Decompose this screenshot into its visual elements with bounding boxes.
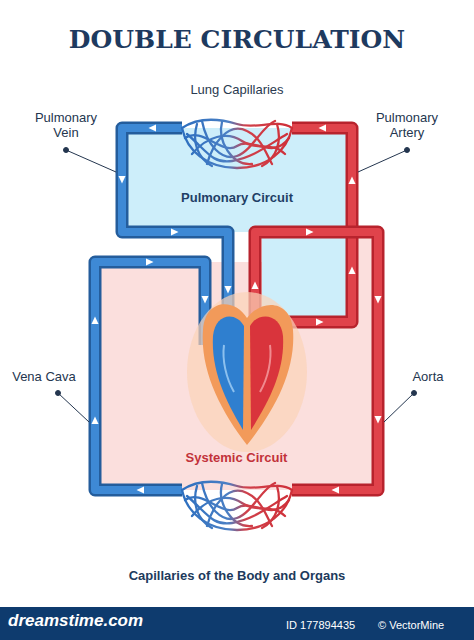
- leader-line: [66, 150, 116, 172]
- leader-dot: [405, 148, 410, 153]
- watermark: ID 177894435: [286, 618, 376, 633]
- leader-line: [358, 150, 407, 172]
- flow-arrow: [349, 267, 356, 275]
- flow-arrow: [202, 296, 209, 304]
- leader-dot: [56, 391, 61, 396]
- flow-arrow: [92, 417, 99, 425]
- node-text: Systemic Circuit: [95, 450, 378, 466]
- capillary-bed: Capillaries of the Body and Organs: [110, 478, 364, 586]
- heart-highlight: [223, 345, 234, 392]
- leader-line: [384, 393, 414, 422]
- heart-right-side: [213, 316, 244, 430]
- watermark: dreamstime.com: [8, 613, 158, 628]
- node-text: Capillaries of the Body and Organs: [110, 568, 364, 584]
- flow-arrow: [319, 125, 327, 132]
- leader-line: [58, 393, 89, 422]
- leader-dot: [412, 391, 417, 396]
- circuit-region: Pulmonary Circuit: [122, 128, 352, 232]
- flow-arrow: [316, 319, 324, 326]
- heart-highlight: [260, 345, 271, 392]
- vessel-label: Pulmonary Artery: [364, 110, 450, 140]
- flow-arrow: [306, 229, 314, 236]
- vessel-label: Vena Cava: [6, 369, 82, 384]
- watermark-bar: [0, 607, 474, 640]
- capillary-bed: Lung Capillaries: [177, 82, 297, 174]
- heart-glow: [187, 292, 307, 452]
- flow-arrow: [349, 177, 356, 185]
- node-text: Pulmonary Circuit: [122, 190, 352, 206]
- flow-arrows: [92, 125, 382, 494]
- node-text: Lung Capillaries: [177, 82, 297, 98]
- flow-arrow: [375, 416, 382, 424]
- flow-arrow: [146, 259, 154, 266]
- heart-wall: [203, 304, 294, 445]
- flow-arrow: [149, 125, 157, 132]
- watermark: © VectorMine: [378, 618, 470, 633]
- flow-arrow: [137, 487, 145, 494]
- leader-dot: [64, 148, 69, 153]
- heart: [187, 292, 307, 452]
- flow-arrow: [252, 282, 259, 290]
- flow-arrow: [225, 286, 232, 294]
- vessel-label: Aorta: [398, 369, 458, 384]
- diagram-title: DOUBLE CIRCULATION: [0, 25, 474, 54]
- flow-arrow: [119, 176, 126, 184]
- vessel-label: Pulmonary Vein: [24, 110, 108, 140]
- flow-arrow: [171, 229, 179, 236]
- flow-arrow: [375, 296, 382, 304]
- flow-arrow: [332, 487, 340, 494]
- heart-left-side: [250, 316, 283, 430]
- flow-arrow: [92, 317, 99, 325]
